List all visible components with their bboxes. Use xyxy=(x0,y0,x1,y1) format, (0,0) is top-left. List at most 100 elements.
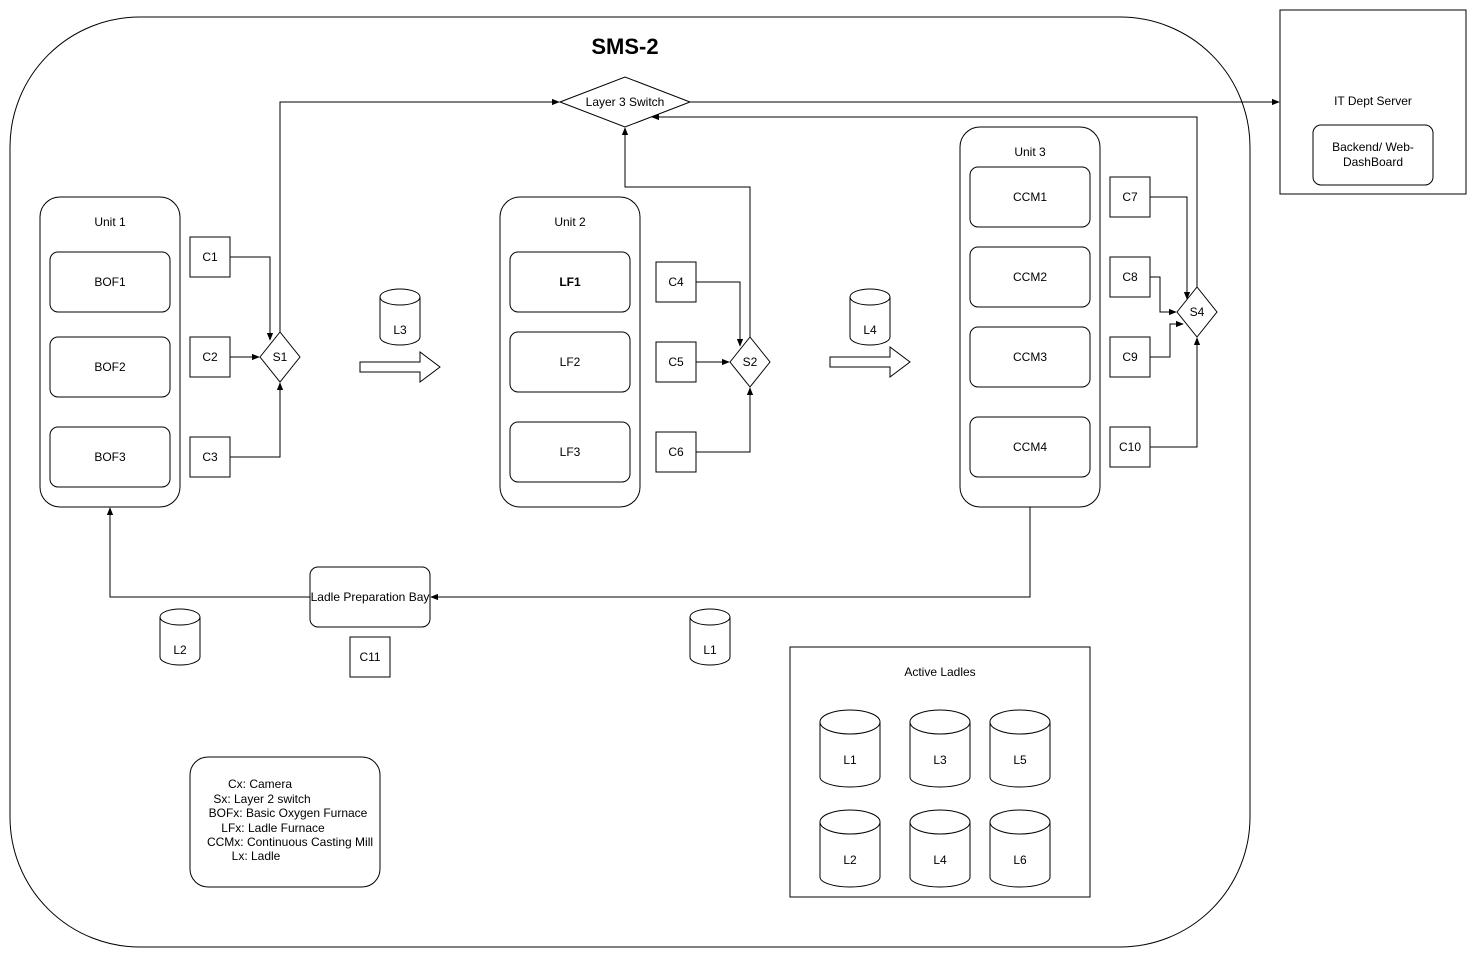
unit3-to-bay-link xyxy=(430,507,1031,601)
active-ladle-l2 xyxy=(819,809,881,888)
ladle-l2-floor-label: L2 xyxy=(173,643,187,657)
flow-arrow-2 xyxy=(829,346,911,378)
camera-c7 xyxy=(1109,176,1151,218)
camera-c7-label: C7 xyxy=(1122,190,1138,204)
ccm1-label: CCM1 xyxy=(1013,190,1047,204)
layer3-switch-label: Layer 3 Switch xyxy=(586,95,665,109)
camera-c3 xyxy=(189,436,231,478)
c6-to-s2-link xyxy=(696,387,754,453)
c3-to-s1-link xyxy=(230,382,284,458)
camera-c8 xyxy=(1109,256,1151,298)
camera-c6 xyxy=(655,431,697,473)
ccm4-label: CCM4 xyxy=(1013,440,1047,454)
legend-line: LFx: Ladle Furnace xyxy=(221,821,325,835)
camera-c11 xyxy=(349,636,391,678)
active-ladle-l6-label: L6 xyxy=(1013,853,1027,867)
ccm1-box xyxy=(969,166,1091,228)
legend-line: Sx: Layer 2 switch xyxy=(213,792,310,806)
ladle-l1-floor-label: L1 xyxy=(703,643,717,657)
camera-c9-label: C9 xyxy=(1122,350,1138,364)
camera-c2-label: C2 xyxy=(202,350,218,364)
unit2-title: Unit 2 xyxy=(554,215,586,229)
ccm2-label: CCM2 xyxy=(1013,270,1047,284)
ccm3-box xyxy=(969,326,1091,388)
diagram-title: SMS-2 xyxy=(591,34,658,59)
camera-c5-label: C5 xyxy=(668,355,684,369)
ladle-l3-floor-label: L3 xyxy=(393,323,407,337)
switch-s4-label: S4 xyxy=(1190,305,1205,319)
unit3-title: Unit 3 xyxy=(1014,145,1046,159)
camera-c9 xyxy=(1109,336,1151,378)
s4-to-l3switch-link xyxy=(651,113,1198,287)
lf1-box xyxy=(509,251,631,313)
active-ladle-l4 xyxy=(909,809,971,888)
c7-to-s4-link xyxy=(1150,196,1191,300)
camera-c11-label: C11 xyxy=(359,650,380,664)
camera-c6-label: C6 xyxy=(668,445,684,459)
ladle-l2-floor xyxy=(159,608,201,666)
switch-s2 xyxy=(729,336,771,388)
ladle-prep-bay-label: Ladle Preparation Bay xyxy=(311,590,430,604)
ladle-l4-floor xyxy=(849,288,891,346)
ccm4-box xyxy=(969,416,1091,478)
legend-line: CCMx: Continuous Casting Mill xyxy=(207,835,373,849)
bof3-label: BOF3 xyxy=(94,450,126,464)
it-server-label: IT Dept Server xyxy=(1334,94,1412,108)
bof3-box xyxy=(49,426,171,488)
camera-c3-label: C3 xyxy=(202,450,218,464)
active-ladle-l3 xyxy=(909,709,971,788)
backend-label-2: DashBoard xyxy=(1343,155,1403,169)
backend-label-1: Backend/ Web- xyxy=(1332,140,1414,154)
lf3-box xyxy=(509,421,631,483)
c1-to-s1-link xyxy=(230,256,274,341)
s2-to-l3switch-link xyxy=(621,127,751,337)
active-ladle-l5 xyxy=(989,709,1051,788)
camera-c1-label: C1 xyxy=(202,250,218,264)
switch-s1-label: S1 xyxy=(273,350,288,364)
ladle-l3-floor xyxy=(379,288,421,346)
bof2-box xyxy=(49,336,171,398)
active-ladle-l2-label: L2 xyxy=(843,853,857,867)
legend-line: Lx: Ladle xyxy=(232,849,281,863)
active-ladle-l1 xyxy=(819,709,881,788)
switch-s2-label: S2 xyxy=(743,355,758,369)
camera-c8-label: C8 xyxy=(1122,270,1138,284)
camera-c2 xyxy=(189,336,231,378)
active-ladle-l4-label: L4 xyxy=(933,853,947,867)
legend-line: BOFx: Basic Oxygen Furnace xyxy=(209,806,368,820)
lf3-label: LF3 xyxy=(560,445,581,459)
switch-s1 xyxy=(259,331,301,383)
active-ladle-l1-label: L1 xyxy=(843,753,857,767)
active-ladle-l3-label: L3 xyxy=(933,753,947,767)
ccm3-label: CCM3 xyxy=(1013,350,1047,364)
ladle-l1-floor xyxy=(689,608,731,666)
lf1-label: LF1 xyxy=(559,275,581,289)
legend-line: Cx: Camera xyxy=(228,777,292,791)
lf2-box xyxy=(509,331,631,393)
legend-box xyxy=(189,756,381,888)
lf2-label: LF2 xyxy=(560,355,581,369)
c9-to-s4-link xyxy=(1150,320,1184,358)
active-ladle-l5-label: L5 xyxy=(1013,753,1027,767)
unit1-title: Unit 1 xyxy=(94,215,126,229)
camera-c1 xyxy=(189,236,231,278)
bof1-label: BOF1 xyxy=(94,275,126,289)
ccm2-box xyxy=(969,246,1091,308)
bay-to-unit1-link xyxy=(106,507,310,598)
active-ladles-title: Active Ladles xyxy=(904,665,975,679)
camera-c4-label: C4 xyxy=(668,275,684,289)
backend-box xyxy=(1312,124,1434,186)
c4-to-s2-link xyxy=(696,281,744,347)
camera-c4 xyxy=(655,261,697,303)
active-ladle-l6 xyxy=(989,809,1051,888)
c10-to-s4-link xyxy=(1150,337,1201,448)
flow-arrow-1 xyxy=(359,351,441,383)
s1-to-l3switch-link xyxy=(279,98,560,332)
camera-c5 xyxy=(655,341,697,383)
bof1-box xyxy=(49,251,171,313)
bof2-label: BOF2 xyxy=(94,360,126,374)
c8-to-s4-link xyxy=(1150,276,1177,316)
ladle-l4-floor-label: L4 xyxy=(863,323,877,337)
camera-c10-label: C10 xyxy=(1119,440,1141,454)
